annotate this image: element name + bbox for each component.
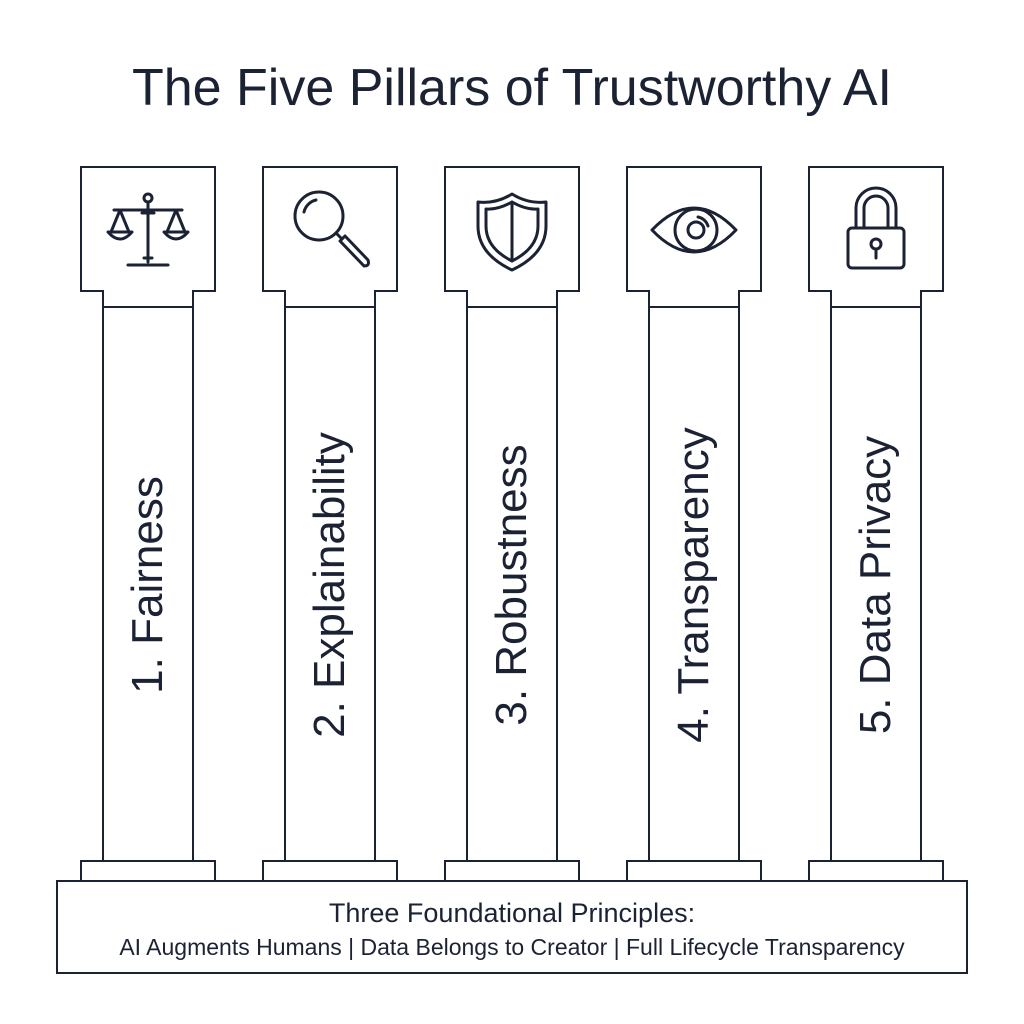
padlock-icon [846, 186, 906, 270]
pillar-robustness: 3. Robustness [444, 166, 580, 882]
pillar-label: 3. Robustness [487, 444, 536, 726]
pillar-explainability: 2. Explainability [262, 166, 398, 882]
pillar-capital [808, 166, 944, 292]
pillar-plinth [626, 860, 762, 882]
pillar-plinth [444, 860, 580, 882]
shield-icon [476, 192, 548, 272]
pillar-label: 2. Explainability [305, 432, 354, 738]
pillar-shaft: 5. Data Privacy [830, 306, 922, 862]
diagram-title: The Five Pillars of Trustworthy AI [131, 59, 893, 117]
pillar-shaft: 2. Explainability [284, 306, 376, 862]
pillar-label: 1. Fairness [123, 476, 172, 694]
foundation-principles: AI Augments Humans | Data Belongs to Cre… [119, 934, 905, 960]
pillar-fairness: 1. Fairness [80, 166, 216, 882]
foundation-heading: Three Foundational Principles: [328, 898, 696, 928]
pillar-label: 5. Data Privacy [851, 435, 900, 735]
pillar-capital [262, 166, 398, 292]
pillar-plinth [262, 860, 398, 882]
magnifier-icon [293, 190, 370, 268]
pillar-capital [80, 166, 216, 292]
pillar-plinth [808, 860, 944, 882]
pillar-transparency: 4. Transparency [626, 166, 762, 882]
pillar-plinth [80, 860, 216, 882]
pillar-capital [626, 166, 762, 292]
pillar-data-privacy: 5. Data Privacy [808, 166, 944, 882]
pillar-shaft: 3. Robustness [466, 306, 558, 862]
pillar-capital [444, 166, 580, 292]
eye-icon [650, 206, 738, 254]
foundation-base: Three Foundational Principles: AI Augmen… [56, 880, 968, 974]
scales-icon [106, 192, 190, 267]
pillar-label: 4. Transparency [669, 427, 718, 743]
pillar-shaft: 1. Fairness [102, 306, 194, 862]
pillar-shaft: 4. Transparency [648, 306, 740, 862]
